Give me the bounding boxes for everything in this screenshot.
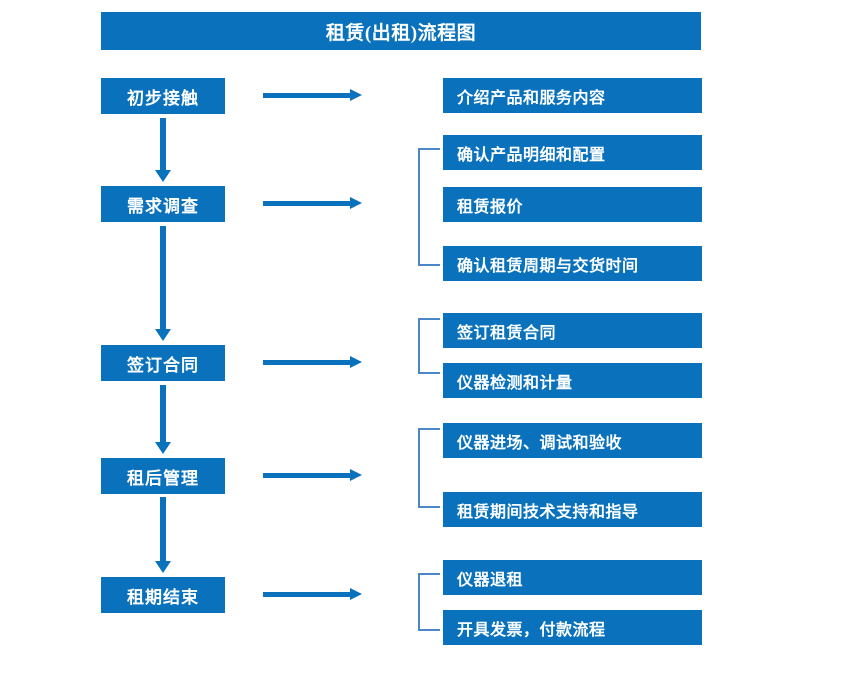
- vertical-arrow-2: [155, 226, 171, 341]
- detail-box-onsite-commissioning[interactable]: 仪器进场、调试和验收: [443, 423, 702, 458]
- arrow-shaft: [160, 226, 166, 330]
- detail-box-confirm-specs[interactable]: 确认产品明细和配置: [443, 135, 702, 170]
- group-bracket-needs-survey: [418, 148, 440, 266]
- horizontal-arrow-4: [263, 468, 362, 484]
- stage-box-rental-end[interactable]: 租期结束: [101, 577, 225, 613]
- detail-box-invoice-payment[interactable]: 开具发票，付款流程: [443, 610, 702, 645]
- arrow-shaft: [160, 497, 166, 562]
- vertical-arrow-4: [155, 497, 171, 573]
- group-bracket-sign-contract: [418, 318, 440, 374]
- detail-box-confirm-term[interactable]: 确认租赁周期与交货时间: [443, 246, 702, 281]
- arrow-head-right-icon: [350, 197, 362, 209]
- vertical-arrow-3: [155, 385, 171, 454]
- arrow-shaft: [263, 201, 351, 206]
- detail-box-technical-support[interactable]: 租赁期间技术支持和指导: [443, 492, 702, 527]
- group-bracket-post-rental-mgmt: [418, 428, 440, 508]
- detail-box-sign-rental-contract[interactable]: 签订租赁合同: [443, 313, 702, 348]
- stage-box-sign-contract[interactable]: 签订合同: [101, 345, 225, 381]
- detail-box-intro-products[interactable]: 介绍产品和服务内容: [443, 78, 702, 113]
- arrow-shaft: [160, 385, 166, 443]
- horizontal-arrow-5: [263, 587, 362, 603]
- arrow-shaft: [263, 360, 351, 365]
- arrow-head-right-icon: [350, 89, 362, 101]
- arrow-head-down-icon: [155, 561, 171, 573]
- detail-box-instrument-testing[interactable]: 仪器检测和计量: [443, 363, 702, 398]
- arrow-shaft: [263, 473, 351, 478]
- group-bracket-rental-end: [418, 573, 440, 631]
- arrow-shaft: [263, 592, 351, 597]
- vertical-arrow-1: [155, 118, 171, 182]
- stage-box-needs-survey[interactable]: 需求调查: [101, 186, 225, 222]
- arrow-head-down-icon: [155, 170, 171, 182]
- arrow-shaft: [263, 93, 351, 98]
- horizontal-arrow-1: [263, 88, 362, 104]
- arrow-head-down-icon: [155, 329, 171, 341]
- detail-box-instrument-return[interactable]: 仪器退租: [443, 560, 702, 595]
- stage-box-initial-contact[interactable]: 初步接触: [101, 78, 225, 114]
- arrow-shaft: [160, 118, 166, 171]
- stage-box-post-rental-mgmt[interactable]: 租后管理: [101, 458, 225, 494]
- arrow-head-down-icon: [155, 442, 171, 454]
- horizontal-arrow-2: [263, 196, 362, 212]
- page-title: 租赁(出租)流程图: [101, 12, 701, 50]
- arrow-head-right-icon: [350, 469, 362, 481]
- arrow-head-right-icon: [350, 588, 362, 600]
- detail-box-rental-quote[interactable]: 租赁报价: [443, 187, 702, 222]
- horizontal-arrow-3: [263, 355, 362, 371]
- arrow-head-right-icon: [350, 356, 362, 368]
